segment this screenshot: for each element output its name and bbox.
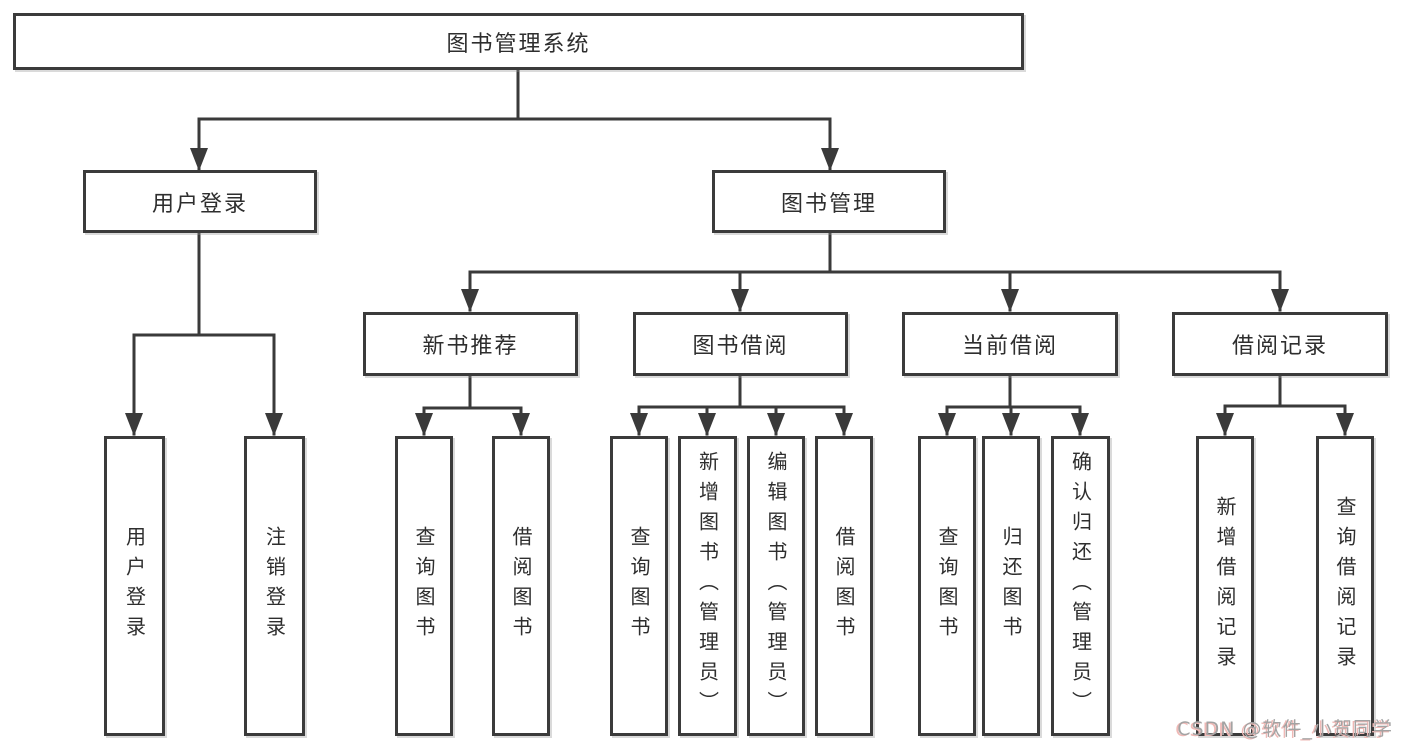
arrowhead-icon <box>698 413 716 436</box>
leaf-label: 注销登录 <box>262 526 287 646</box>
arrowhead-icon <box>265 413 283 436</box>
leaf-label: 新增借阅记录 <box>1213 496 1237 676</box>
arrowhead-icon <box>125 413 143 436</box>
leaf-label: 查询借阅记录 <box>1333 496 1357 676</box>
leaf-return-books: 归还图书 <box>982 436 1040 736</box>
leaf-add-books-admin: 新增图书（管理员） <box>678 436 737 736</box>
arrowhead-icon <box>1002 413 1020 436</box>
arrowhead-icon <box>461 289 479 312</box>
arrowhead-icon <box>731 289 749 312</box>
leaf-edit-books-admin: 编辑图书（管理员） <box>747 436 805 736</box>
node-label: 新书推荐 <box>422 334 519 359</box>
leaf-label: 归还图书 <box>999 526 1023 646</box>
node-label: 图书管理系统 <box>446 31 591 57</box>
leaf-user-login: 用户登录 <box>104 436 165 736</box>
leaf-label: 借阅图书 <box>509 526 533 646</box>
node-label: 用户登录 <box>151 191 248 217</box>
leaf-borrow-books: 借阅图书 <box>815 436 873 736</box>
node-label: 借阅记录 <box>1231 334 1328 359</box>
leaf-label: 查询图书 <box>412 526 436 646</box>
leaf-query-borrow-record: 查询借阅记录 <box>1316 436 1374 736</box>
arrowhead-icon <box>512 413 530 436</box>
leaf-label: 查询图书 <box>627 526 651 646</box>
arrowhead-icon <box>767 413 785 436</box>
node-label: 图书管理 <box>780 191 877 217</box>
node-current-borrow: 当前借阅 <box>902 312 1118 376</box>
node-label: 图书借阅 <box>692 334 789 359</box>
leaf-borrow-query-books: 查询图书 <box>610 436 668 736</box>
node-book-borrow: 图书借阅 <box>633 312 848 376</box>
arrowhead-icon <box>1001 289 1019 312</box>
arrowhead-icon <box>1336 413 1354 436</box>
node-user-login: 用户登录 <box>83 170 317 233</box>
node-library-system: 图书管理系统 <box>13 13 1024 70</box>
leaf-label: 确认归还（管理员） <box>1068 451 1093 721</box>
leaf-label: 借阅图书 <box>832 526 856 646</box>
leaf-label: 新增图书（管理员） <box>695 451 720 721</box>
arrowhead-icon <box>190 148 208 171</box>
arrowhead-icon <box>1271 289 1289 312</box>
node-new-book-recommend: 新书推荐 <box>363 312 578 376</box>
arrowhead-group <box>125 148 1354 436</box>
arrowhead-icon <box>938 413 956 436</box>
leaf-label: 查询图书 <box>935 526 959 646</box>
node-book-management: 图书管理 <box>712 170 946 233</box>
arrowhead-icon <box>821 148 839 171</box>
leaf-current-query-books: 查询图书 <box>918 436 976 736</box>
node-label: 当前借阅 <box>961 334 1058 359</box>
csdn-watermark: CSDN @软件_小贺同学 <box>1177 718 1393 740</box>
leaf-rec-borrow-books: 借阅图书 <box>492 436 550 736</box>
leaf-logout: 注销登录 <box>244 436 305 736</box>
arrowhead-icon <box>835 413 853 436</box>
node-borrow-records: 借阅记录 <box>1172 312 1388 376</box>
leaf-confirm-return-admin: 确认归还（管理员） <box>1051 436 1110 736</box>
arrowhead-icon <box>1216 413 1234 436</box>
leaf-label: 用户登录 <box>122 526 147 646</box>
leaf-add-borrow-record: 新增借阅记录 <box>1196 436 1254 736</box>
leaf-label: 编辑图书（管理员） <box>764 451 788 721</box>
connector-line-group <box>132 67 1347 436</box>
arrowhead-icon <box>1071 413 1089 436</box>
arrowhead-icon <box>415 413 433 436</box>
leaf-rec-query-books: 查询图书 <box>395 436 453 736</box>
arrowhead-icon <box>630 413 648 436</box>
